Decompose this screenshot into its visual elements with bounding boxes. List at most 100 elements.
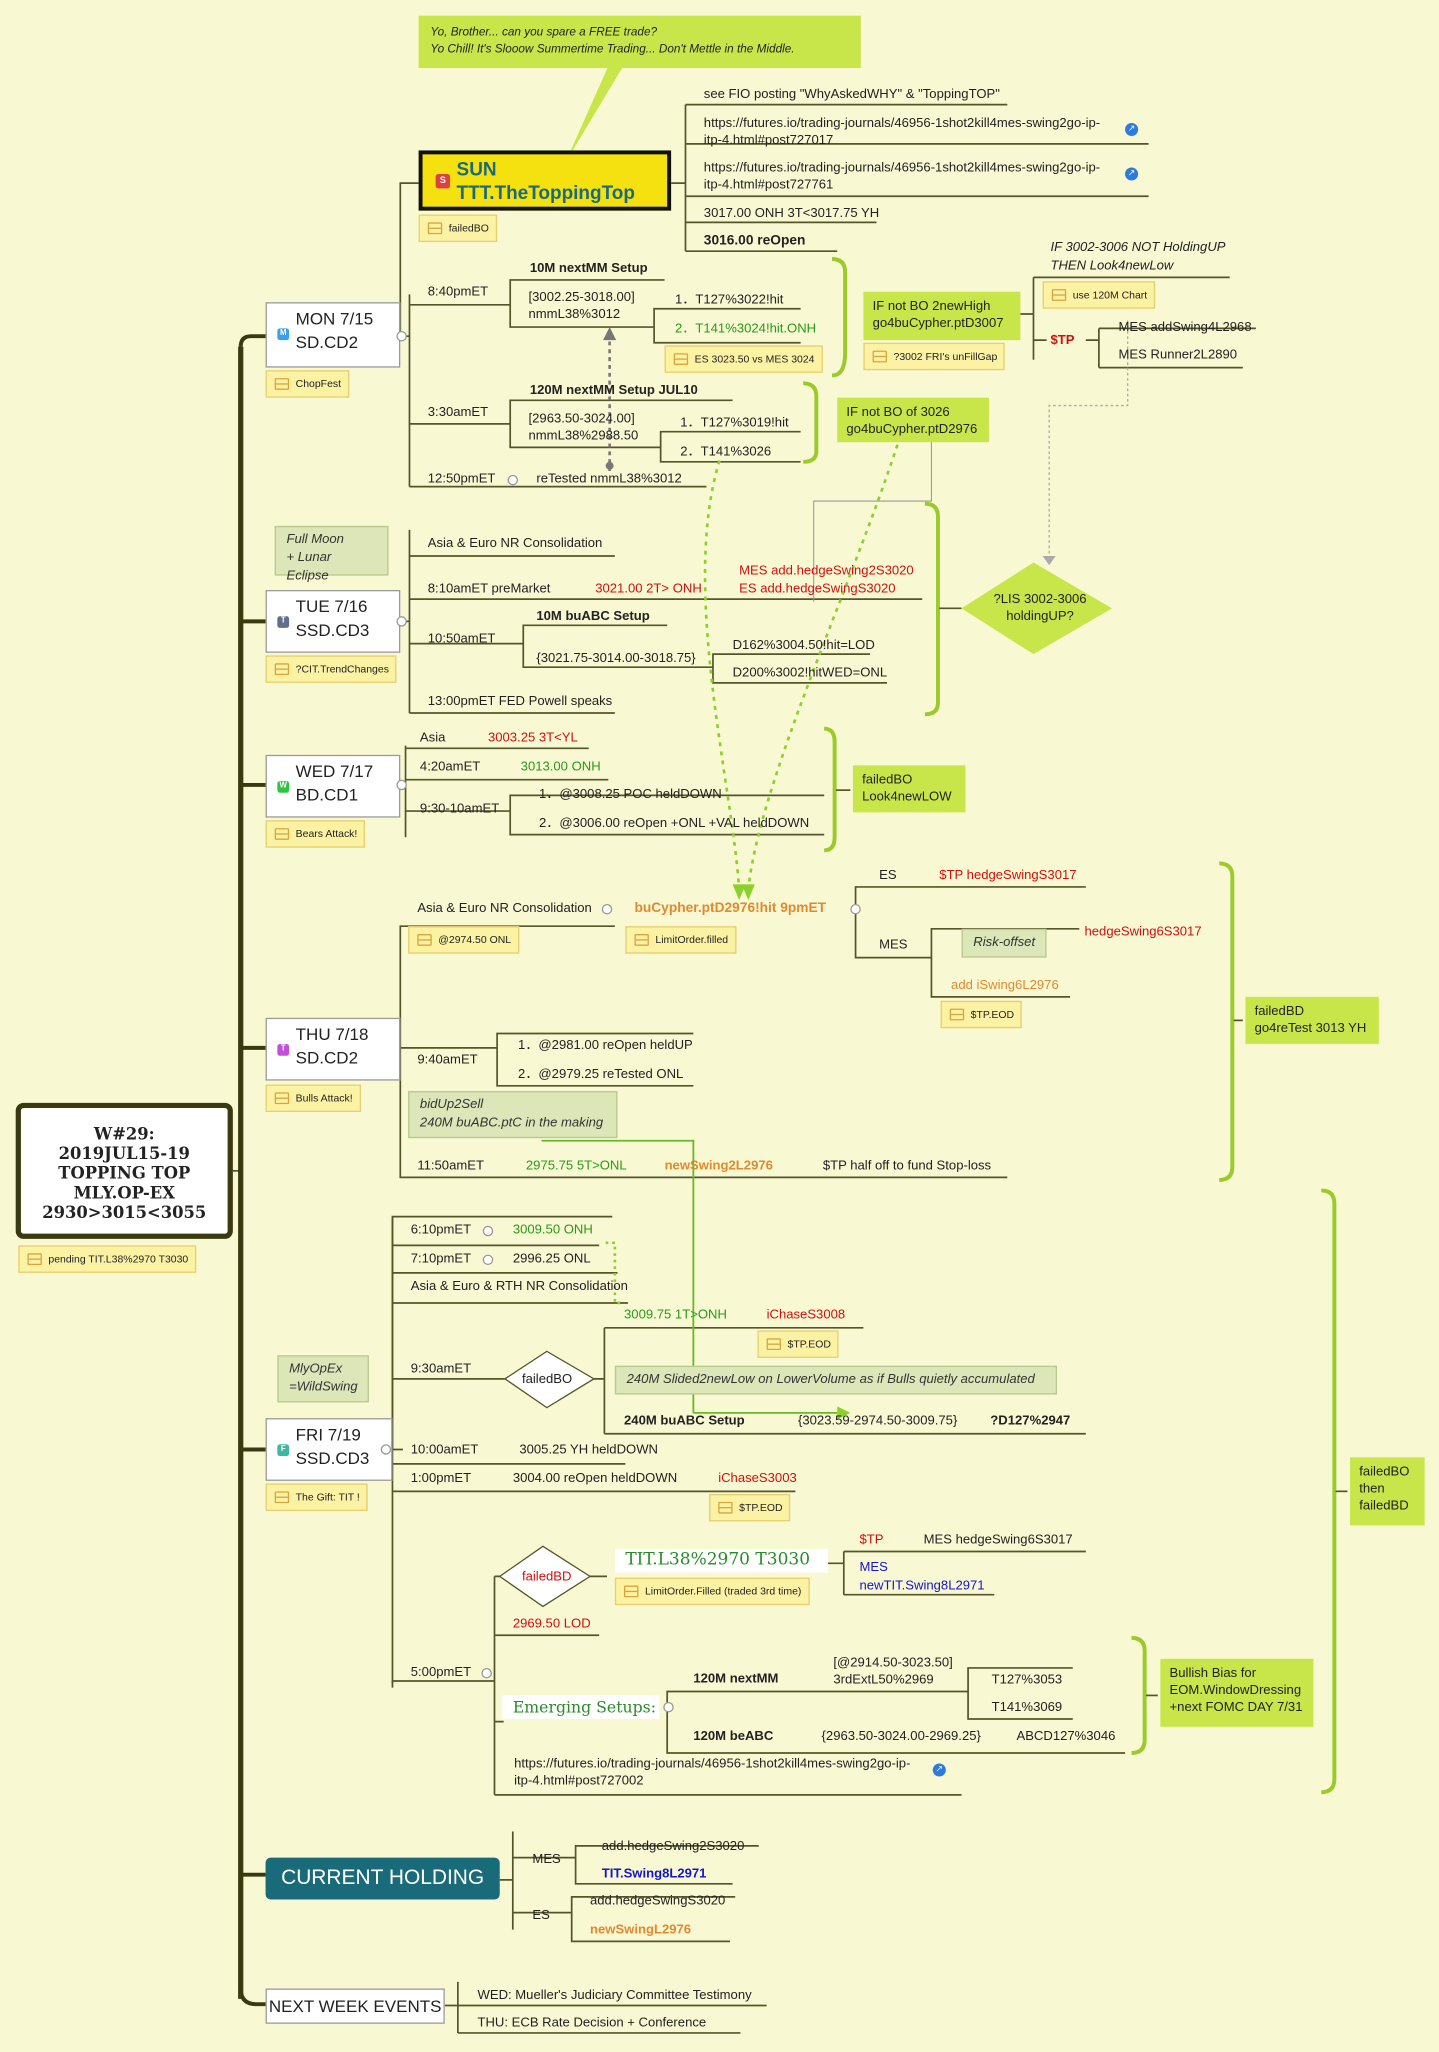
tuesday-row-4: 13:00pmET FED Powell speaks bbox=[427, 694, 613, 710]
friday-bias-callout[interactable]: Bullish Bias for EOM.WindowDressing +nex… bbox=[1160, 1658, 1314, 1727]
wednesday-icon: W bbox=[277, 780, 290, 793]
monday-icon: M bbox=[277, 328, 290, 341]
thursday-row-1-value-tag: LimitOrder.filled bbox=[625, 926, 736, 954]
friday-row-4a: 3009.75 1T>ONH bbox=[624, 1308, 727, 1323]
wednesday-callout[interactable]: failedBO Look4newLOW bbox=[852, 765, 966, 813]
collapse-toggle[interactable] bbox=[850, 903, 861, 915]
thursday-note: bidUp2Sell 240M buABC.ptC in the making bbox=[408, 1091, 618, 1139]
friday-note-line-1: MlyOpEx bbox=[289, 1361, 343, 1377]
friday-row-6-tag: $TP.EOD bbox=[709, 1493, 791, 1522]
sunday-link-2a[interactable]: https://futures.io/trading-journals/4695… bbox=[703, 160, 1101, 176]
tuesday-tag: ?CIT.TrendChanges bbox=[265, 655, 397, 683]
monday-if-line-1: IF 3002-3006 NOT HoldingUP bbox=[1050, 240, 1226, 256]
friday-row-6-value: 3004.00 reOpen heldDOWN bbox=[512, 1471, 678, 1487]
thursday-title-2: SD.CD2 bbox=[295, 1047, 359, 1068]
tuesday-note-line-2: + Lunar Eclipse bbox=[286, 550, 332, 584]
root-line-4: MLY.OP-EX bbox=[73, 1182, 175, 1203]
tuesday-row-3: 10:50amET bbox=[427, 631, 496, 647]
friday-row-4-tag: $TP.EOD bbox=[757, 1330, 839, 1358]
sunday-note-onh: 3017.00 ONH 3T<3017.75 YH bbox=[703, 206, 880, 222]
sunday-topic[interactable]: S SUN TTT.TheToppingTop bbox=[418, 150, 672, 211]
thursday-icon: T bbox=[277, 1043, 290, 1056]
sunday-icon: S bbox=[435, 173, 451, 189]
monday-callout-1[interactable]: IF not BO 2newHigh go4buCypher.ptD3007 bbox=[863, 291, 1021, 341]
friday-topic[interactable]: F FRI 7/19 SSD.CD3 bbox=[265, 1418, 393, 1481]
friday-link-1[interactable]: https://futures.io/trading-journals/4695… bbox=[514, 1756, 911, 1772]
friday-row-2: 7:10pmET bbox=[410, 1251, 472, 1267]
monday-time-3: 12:50pmET bbox=[427, 472, 496, 487]
monday-topic[interactable]: M MON 7/15 SD.CD2 bbox=[265, 302, 401, 368]
tuesday-diamond[interactable]: ?LIS 3002-3006 holdingUP? bbox=[975, 591, 1106, 625]
thursday-topic[interactable]: T THU 7/18 SD.CD2 bbox=[265, 1017, 401, 1081]
tuesday-title-1: TUE 7/16 bbox=[295, 596, 368, 617]
friday-right-callout[interactable]: failedBO then failedBD bbox=[1350, 1457, 1425, 1526]
collapse-toggle[interactable] bbox=[507, 474, 519, 486]
tuesday-diamond-line-1: ?LIS 3002-3006 bbox=[993, 592, 1087, 608]
friday-right-line-3: failedBD bbox=[1359, 1499, 1409, 1514]
collapse-toggle[interactable] bbox=[482, 1225, 494, 1237]
link-icon[interactable]: ↗ bbox=[1125, 122, 1139, 137]
holding-mes-label: MES bbox=[532, 1852, 561, 1867]
collapse-toggle[interactable] bbox=[482, 1254, 494, 1266]
friday-link-2[interactable]: itp-4.html#post727002 bbox=[514, 1773, 644, 1789]
collapse-toggle[interactable] bbox=[601, 903, 613, 915]
friday-title-2: SSD.CD3 bbox=[295, 1448, 370, 1468]
current-holding-topic[interactable]: CURRENT HOLDING bbox=[265, 1857, 500, 1900]
monday-setup-2: 120M nextMM Setup JUL10 bbox=[529, 383, 698, 398]
collapse-toggle[interactable] bbox=[396, 779, 407, 791]
holding-es-1: add.hedgeSwingS3020 bbox=[589, 1894, 726, 1909]
tuesday-setup-target-1: D162%3004.50!hit=LOD bbox=[732, 638, 875, 653]
monday-tag: ChopFest bbox=[265, 370, 349, 398]
link-icon[interactable]: ↗ bbox=[932, 1763, 946, 1777]
friday-row-1: 6:10pmET bbox=[410, 1223, 472, 1238]
friday-diamond-1[interactable]: failedBO bbox=[521, 1372, 573, 1387]
friday-tp-label: $TP bbox=[859, 1533, 884, 1548]
monday-setup-2-range: [2963.50-3024.00] bbox=[528, 412, 635, 427]
sunday-link-2b[interactable]: itp-4.html#post727761 bbox=[703, 177, 834, 193]
thursday-callout[interactable]: failedBD go4reTest 3013 YH bbox=[1245, 996, 1379, 1044]
thursday-row-3c: $TP half off to fund Stop-loss bbox=[822, 1159, 992, 1174]
thursday-note-line-1: bidUp2Sell bbox=[419, 1097, 484, 1112]
thursday-row-2b: 2．@2979.25 reTested ONL bbox=[518, 1067, 684, 1082]
wednesday-callout-line-1: failedBO bbox=[862, 773, 913, 788]
friday-diamond-2[interactable]: failedBD bbox=[521, 1569, 572, 1585]
tuesday-topic[interactable]: T TUE 7/16 SSD.CD3 bbox=[265, 589, 401, 653]
friday-note: MlyOpEx =WildSwing bbox=[277, 1355, 369, 1403]
monday-title-2: SD.CD2 bbox=[295, 332, 359, 352]
tuesday-setup-range: {3021.75-3014.00-3018.75} bbox=[536, 651, 696, 666]
sunday-link-1b[interactable]: itp-4.html#post727017 bbox=[703, 133, 834, 148]
monday-setup-1-range: [3002.25-3018.00] bbox=[528, 290, 635, 305]
sunday-link-1a[interactable]: https://futures.io/trading-journals/4695… bbox=[703, 116, 1101, 131]
next-week-topic[interactable]: NEXT WEEK EVENTS bbox=[265, 1988, 445, 2024]
tuesday-hedge-1: MES add.hedgeSwing2S3020 bbox=[739, 563, 914, 579]
friday-row-6b: iChaseS3003 bbox=[718, 1471, 797, 1487]
thursday-es-value: $TP hedgeSwingS3017 bbox=[939, 868, 1077, 884]
monday-time-2: 3:30amET bbox=[427, 405, 489, 420]
collapse-toggle[interactable] bbox=[481, 1667, 492, 1679]
tuesday-hedge-2: ES add.hedgeSwingS3020 bbox=[739, 582, 896, 597]
collapse-toggle[interactable] bbox=[396, 616, 407, 627]
link-icon[interactable]: ↗ bbox=[1125, 167, 1139, 181]
collapse-toggle[interactable] bbox=[663, 1701, 674, 1713]
friday-mes-2: newTIT.Swing8L2971 bbox=[859, 1578, 985, 1594]
monday-callout-2-line-1: IF not BO of 3026 bbox=[846, 405, 950, 420]
root-line-1: W#29: bbox=[93, 1123, 155, 1144]
friday-row-4-note: 240M Slided2newLow on LowerVolume as if … bbox=[614, 1365, 1058, 1395]
collapse-toggle[interactable] bbox=[396, 330, 407, 342]
tuesday-row-1: Asia & Euro NR Consolidation bbox=[427, 536, 603, 551]
friday-setup: 240M buABC Setup bbox=[624, 1414, 745, 1429]
sunday-tag: failedBO bbox=[418, 214, 497, 243]
holding-es-label: ES bbox=[532, 1908, 550, 1924]
friday-row-4: 9:30amET bbox=[410, 1361, 472, 1377]
friday-bias-line-2: EOM.WindowDressing bbox=[1169, 1683, 1302, 1699]
sunday-callout[interactable]: Yo, Brother... can you spare a FREE trad… bbox=[418, 15, 861, 69]
collapse-toggle[interactable] bbox=[380, 1444, 392, 1455]
friday-mes-label: MES bbox=[859, 1560, 888, 1576]
wednesday-row-2-value: 3013.00 ONH bbox=[520, 760, 601, 775]
monday-setup-1: 10M nextMM Setup bbox=[529, 261, 648, 277]
thursday-mes-label: MES bbox=[879, 937, 908, 953]
root-topic[interactable]: W#29: 2019JUL15-19 TOPPING TOP MLY.OP-EX… bbox=[15, 1102, 233, 1239]
monday-callout-2[interactable]: IF not BO of 3026 go4buCypher.ptD2976 bbox=[837, 397, 989, 443]
thursday-note-line-2: 240M buABC.ptC in the making bbox=[419, 1115, 604, 1131]
wednesday-topic[interactable]: W WED 7/17 BD.CD1 bbox=[265, 754, 401, 818]
